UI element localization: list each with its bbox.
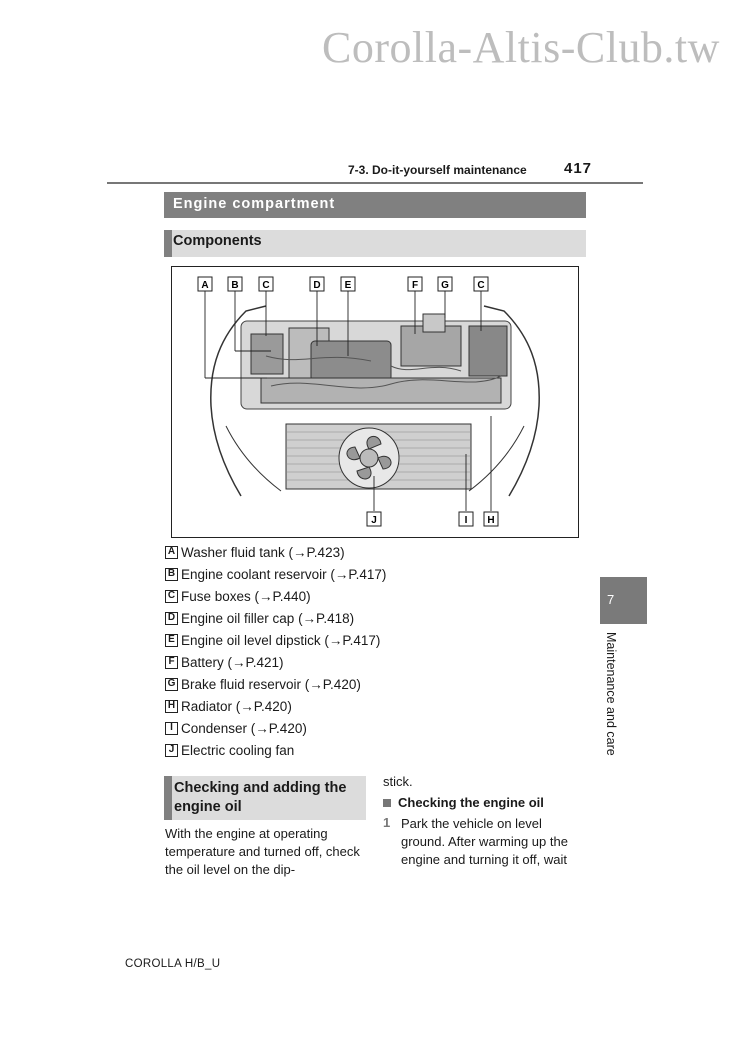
callout-label-j: J <box>366 511 382 527</box>
svg-text:B: B <box>231 280 238 291</box>
svg-text:G: G <box>441 280 449 291</box>
subheading-text: Checking the engine oil <box>398 795 544 810</box>
callout-label-d: D <box>309 276 325 292</box>
callout-label-b: B <box>227 276 243 292</box>
continuation-text: stick. <box>383 774 413 789</box>
legend-text: Condenser (→P.420) <box>181 720 307 736</box>
callout-label-h: H <box>483 511 499 527</box>
square-bullet-icon <box>383 798 391 807</box>
legend-key: F <box>165 655 178 669</box>
legend-key: E <box>165 633 178 647</box>
svg-text:I: I <box>465 515 468 526</box>
legend-text: Radiator (→P.420) <box>181 698 292 714</box>
svg-text:E: E <box>345 280 352 291</box>
legend-text: Engine coolant reservoir (→P.417) <box>181 566 387 582</box>
header-rule <box>107 182 643 184</box>
callout-label-e: E <box>340 276 356 292</box>
legend-key: C <box>165 589 178 603</box>
engine-compartment-diagram: A B C D E F G C J I H <box>197 276 540 527</box>
chapter-number: 7 <box>607 592 615 607</box>
legend-key: H <box>165 699 178 713</box>
svg-text:H: H <box>487 515 494 526</box>
legend-text: Engine oil level dipstick (→P.417) <box>181 632 381 648</box>
subsection-title-checking-oil: Checking and adding the engine oil <box>164 776 366 820</box>
subheading-checking-engine-oil: Checking the engine oil <box>383 795 544 810</box>
running-head: 7-3. Do-it-yourself maintenance <box>348 163 527 177</box>
legend-text: Brake fluid reservoir (→P.420) <box>181 676 361 692</box>
callout-label-c: C <box>258 276 274 292</box>
step-text: Park the vehicle on level ground. After … <box>401 816 568 867</box>
svg-text:C: C <box>262 280 269 291</box>
legend-text: Battery (→P.421) <box>181 654 284 670</box>
svg-text:A: A <box>201 280 208 291</box>
step-number: 1 <box>383 815 391 830</box>
legend-key: I <box>165 721 178 735</box>
svg-text:D: D <box>313 280 320 291</box>
page-number: 417 <box>564 160 593 177</box>
section-title-engine-compartment: Engine compartment <box>164 192 586 218</box>
legend-text: Fuse boxes (→P.440) <box>181 588 311 604</box>
callout-label-f: F <box>407 276 423 292</box>
callout-label-a: A <box>197 276 213 292</box>
chapter-title: Maintenance and care <box>604 632 618 756</box>
legend-key: D <box>165 611 178 625</box>
svg-text:F: F <box>412 280 418 291</box>
legend-text: Engine oil filler cap (→P.418) <box>181 610 355 626</box>
callout-label-c2: C <box>473 276 489 292</box>
legend-key: J <box>165 743 178 757</box>
chapter-tab: 7 <box>600 577 647 624</box>
callout-label-g: G <box>437 276 453 292</box>
subsection-title-components: Components <box>164 230 586 257</box>
legend-text: Washer fluid tank (→P.423) <box>181 544 345 560</box>
svg-text:C: C <box>477 280 484 291</box>
svg-text:J: J <box>371 515 377 526</box>
legend-key: G <box>165 677 178 691</box>
footer-model-code: COROLLA H/B_U <box>125 958 221 970</box>
legend-text: Electric cooling fan <box>181 742 295 758</box>
callout-label-i: I <box>458 511 474 527</box>
watermark: Corolla-Altis-Club.tw <box>322 23 720 72</box>
intro-paragraph: With the engine at operating temperature… <box>165 826 360 877</box>
engine-diagram-frame <box>171 266 579 538</box>
legend-key: A <box>165 545 178 559</box>
legend-key: B <box>165 567 178 581</box>
